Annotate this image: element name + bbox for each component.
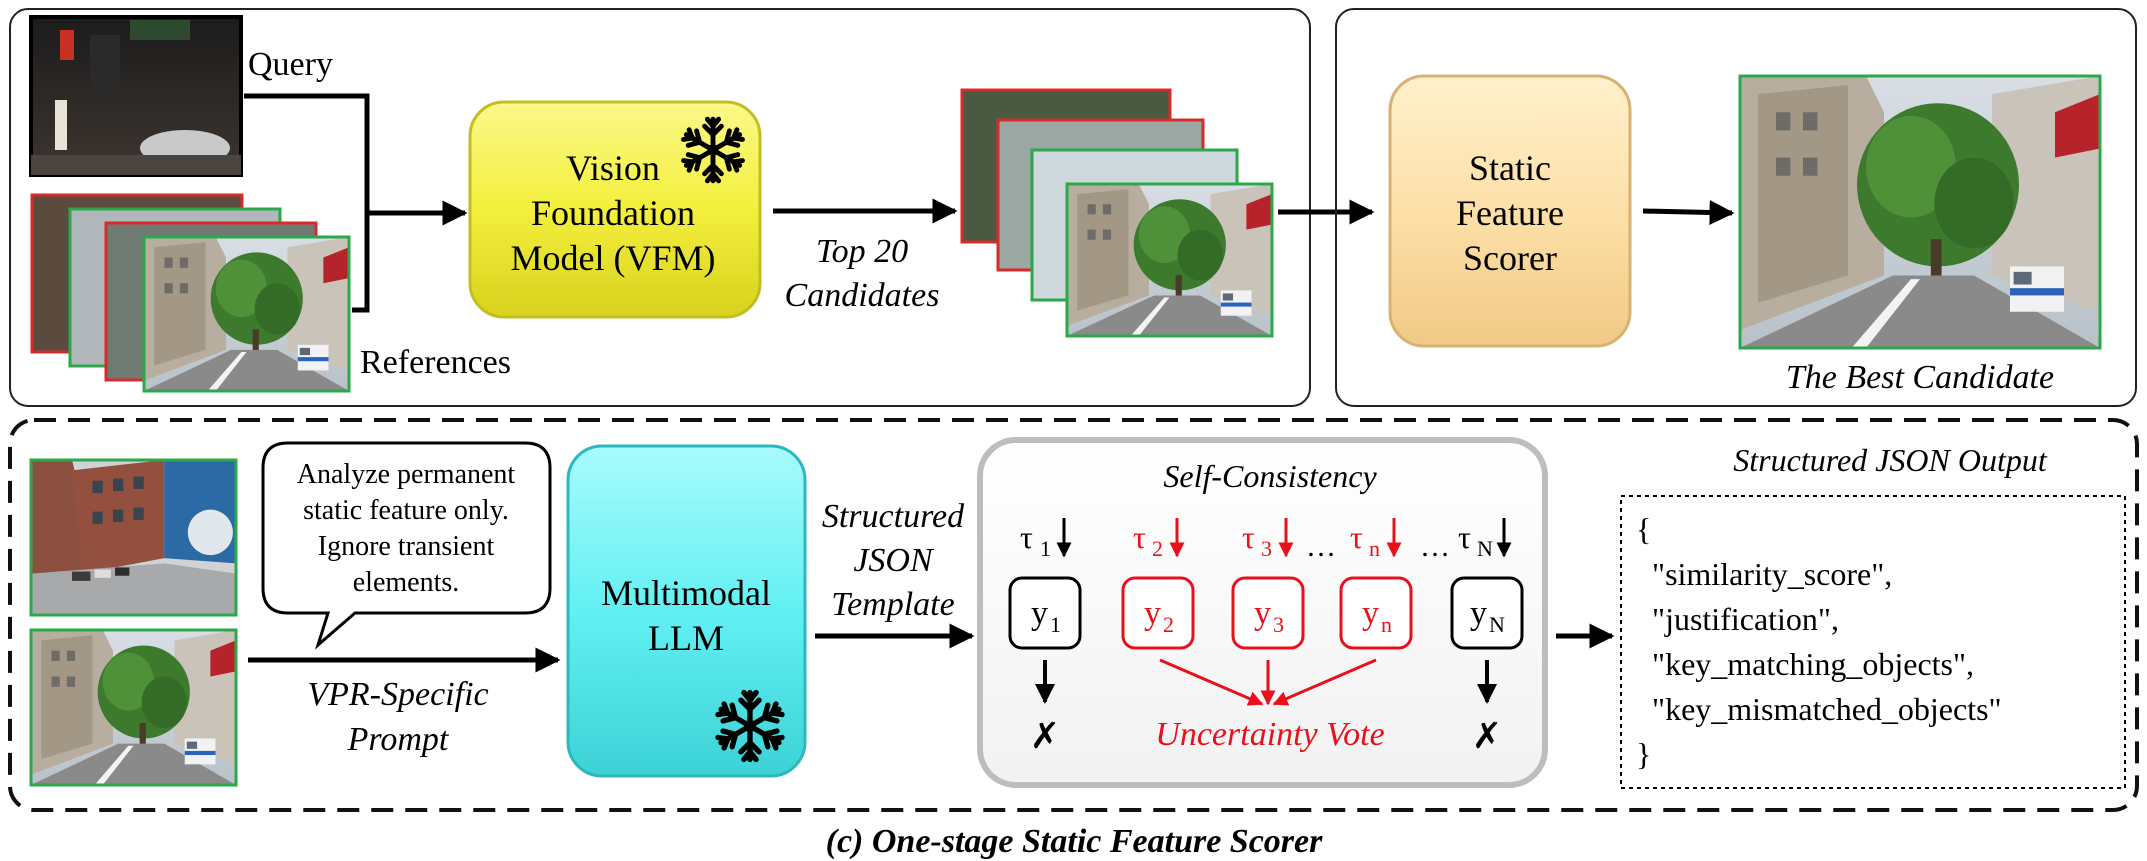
query-label: Query bbox=[248, 46, 333, 83]
json-output-title: Structured JSON Output bbox=[1733, 442, 2048, 478]
y-2-box: y 2 bbox=[1121, 576, 1195, 650]
arrow-scorer-to-best bbox=[1642, 199, 1735, 225]
top20-line1: Top 20 bbox=[816, 233, 908, 270]
vpr-prompt-line1: VPR-Specific bbox=[307, 676, 488, 713]
json-line: "justification", bbox=[1652, 601, 1839, 637]
reject-mark-right: ✗ bbox=[1472, 716, 1502, 757]
vfm-label-line3: Model (VFM) bbox=[511, 238, 716, 278]
svg-text:y: y bbox=[1031, 595, 1048, 632]
scorer-line1: Static bbox=[1469, 148, 1551, 188]
vpr-prompt-line2: Prompt bbox=[347, 721, 450, 758]
template-line3: Template bbox=[831, 586, 954, 623]
retrieval-panel bbox=[9, 8, 1311, 407]
svg-text:y: y bbox=[1254, 595, 1271, 632]
svg-text:τ: τ bbox=[1458, 519, 1471, 555]
ellipsis-2: … bbox=[1420, 530, 1450, 563]
svg-text:τ: τ bbox=[1242, 519, 1255, 555]
json-line: { bbox=[1636, 511, 1651, 547]
llm-line2: LLM bbox=[648, 618, 724, 658]
top20-candidates-stack bbox=[960, 88, 1274, 338]
bubble-line4: elements. bbox=[353, 567, 460, 598]
top20-line2: Candidates bbox=[785, 277, 940, 314]
bubble-line1: Analyze permanent bbox=[297, 459, 516, 490]
uncertainty-vote-arrows bbox=[1159, 658, 1377, 706]
svg-text:3: 3 bbox=[1273, 612, 1284, 637]
svg-text:N: N bbox=[1489, 612, 1505, 637]
self-consistency-title: Self-Consistency bbox=[1163, 458, 1377, 494]
reject-mark-left: ✗ bbox=[1030, 716, 1060, 757]
y-1-box: y 1 bbox=[1008, 576, 1082, 650]
json-output-lines: { "similarity_score", "justification", "… bbox=[1636, 511, 2002, 772]
static-feature-scorer-box: Static Feature Scorer bbox=[1388, 74, 1632, 348]
reference-images-stack bbox=[30, 193, 351, 393]
merge-connector bbox=[244, 93, 468, 313]
temperature-row: τ 1 τ 2 τ 3 … τ n … τ N bbox=[1020, 518, 1512, 563]
figure-caption: (c) One-stage Static Feature Scorer bbox=[826, 823, 1323, 860]
template-line1: Structured bbox=[822, 498, 965, 535]
vfm-box: Vision Foundation Model (VFM) bbox=[468, 100, 762, 319]
references-label: References bbox=[360, 344, 511, 381]
tau-1: τ 1 bbox=[1020, 518, 1072, 561]
svg-text:n: n bbox=[1369, 536, 1380, 561]
scorer-line2: Feature bbox=[1456, 193, 1564, 233]
json-line: "key_matching_objects", bbox=[1652, 646, 1974, 682]
json-line: "key_mismatched_objects" bbox=[1652, 691, 2002, 727]
template-line2: JSON bbox=[853, 542, 935, 579]
svg-text:2: 2 bbox=[1152, 536, 1163, 561]
query-image bbox=[29, 15, 243, 177]
svg-text:1: 1 bbox=[1040, 536, 1051, 561]
scoring-panel bbox=[1335, 8, 2137, 407]
svg-text:1: 1 bbox=[1050, 612, 1061, 637]
best-candidate-label: The Best Candidate bbox=[1786, 359, 2054, 396]
multimodal-llm-box: Multimodal LLM bbox=[566, 444, 807, 778]
y-n-box: y n bbox=[1339, 576, 1413, 650]
uncertainty-vote-label: Uncertainty Vote bbox=[1155, 716, 1384, 753]
tau-N: τ N bbox=[1458, 518, 1512, 561]
svg-text:n: n bbox=[1381, 612, 1392, 637]
y-3-box: y 3 bbox=[1231, 576, 1305, 650]
tau-3: τ 3 bbox=[1242, 518, 1294, 561]
vfm-label-line2: Foundation bbox=[531, 193, 695, 233]
best-candidate-image bbox=[1738, 74, 2102, 350]
image-pair bbox=[29, 458, 238, 787]
llm-line1: Multimodal bbox=[601, 573, 771, 613]
svg-text:τ: τ bbox=[1350, 519, 1363, 555]
svg-text:N: N bbox=[1477, 536, 1493, 561]
prompt-speech-bubble: Analyze permanent static feature only. I… bbox=[261, 441, 552, 650]
vfm-label-line1: Vision bbox=[566, 148, 660, 188]
json-line: "similarity_score", bbox=[1652, 556, 1892, 592]
rejected-samples: ✗ ✗ bbox=[1030, 660, 1502, 757]
ellipsis-1: … bbox=[1306, 530, 1336, 563]
sample-outputs-row: y 1 y 2 y 3 y n y N bbox=[1008, 576, 1524, 650]
bubble-line2: static feature only. bbox=[303, 495, 509, 526]
svg-text:y: y bbox=[1470, 595, 1487, 632]
one-stage-scorer-panel bbox=[8, 418, 2139, 812]
svg-text:τ: τ bbox=[1020, 519, 1033, 555]
svg-text:y: y bbox=[1144, 595, 1161, 632]
json-line: } bbox=[1636, 736, 1651, 772]
y-N-box: y N bbox=[1450, 576, 1524, 650]
json-output-box bbox=[1620, 495, 2126, 789]
bubble-line3: Ignore transient bbox=[318, 531, 495, 562]
tau-n: τ n bbox=[1350, 518, 1402, 561]
tau-2: τ 2 bbox=[1133, 518, 1185, 561]
svg-text:τ: τ bbox=[1133, 519, 1146, 555]
svg-text:3: 3 bbox=[1261, 536, 1272, 561]
svg-text:y: y bbox=[1362, 595, 1379, 632]
scorer-line3: Scorer bbox=[1463, 238, 1557, 278]
svg-text:2: 2 bbox=[1163, 612, 1174, 637]
